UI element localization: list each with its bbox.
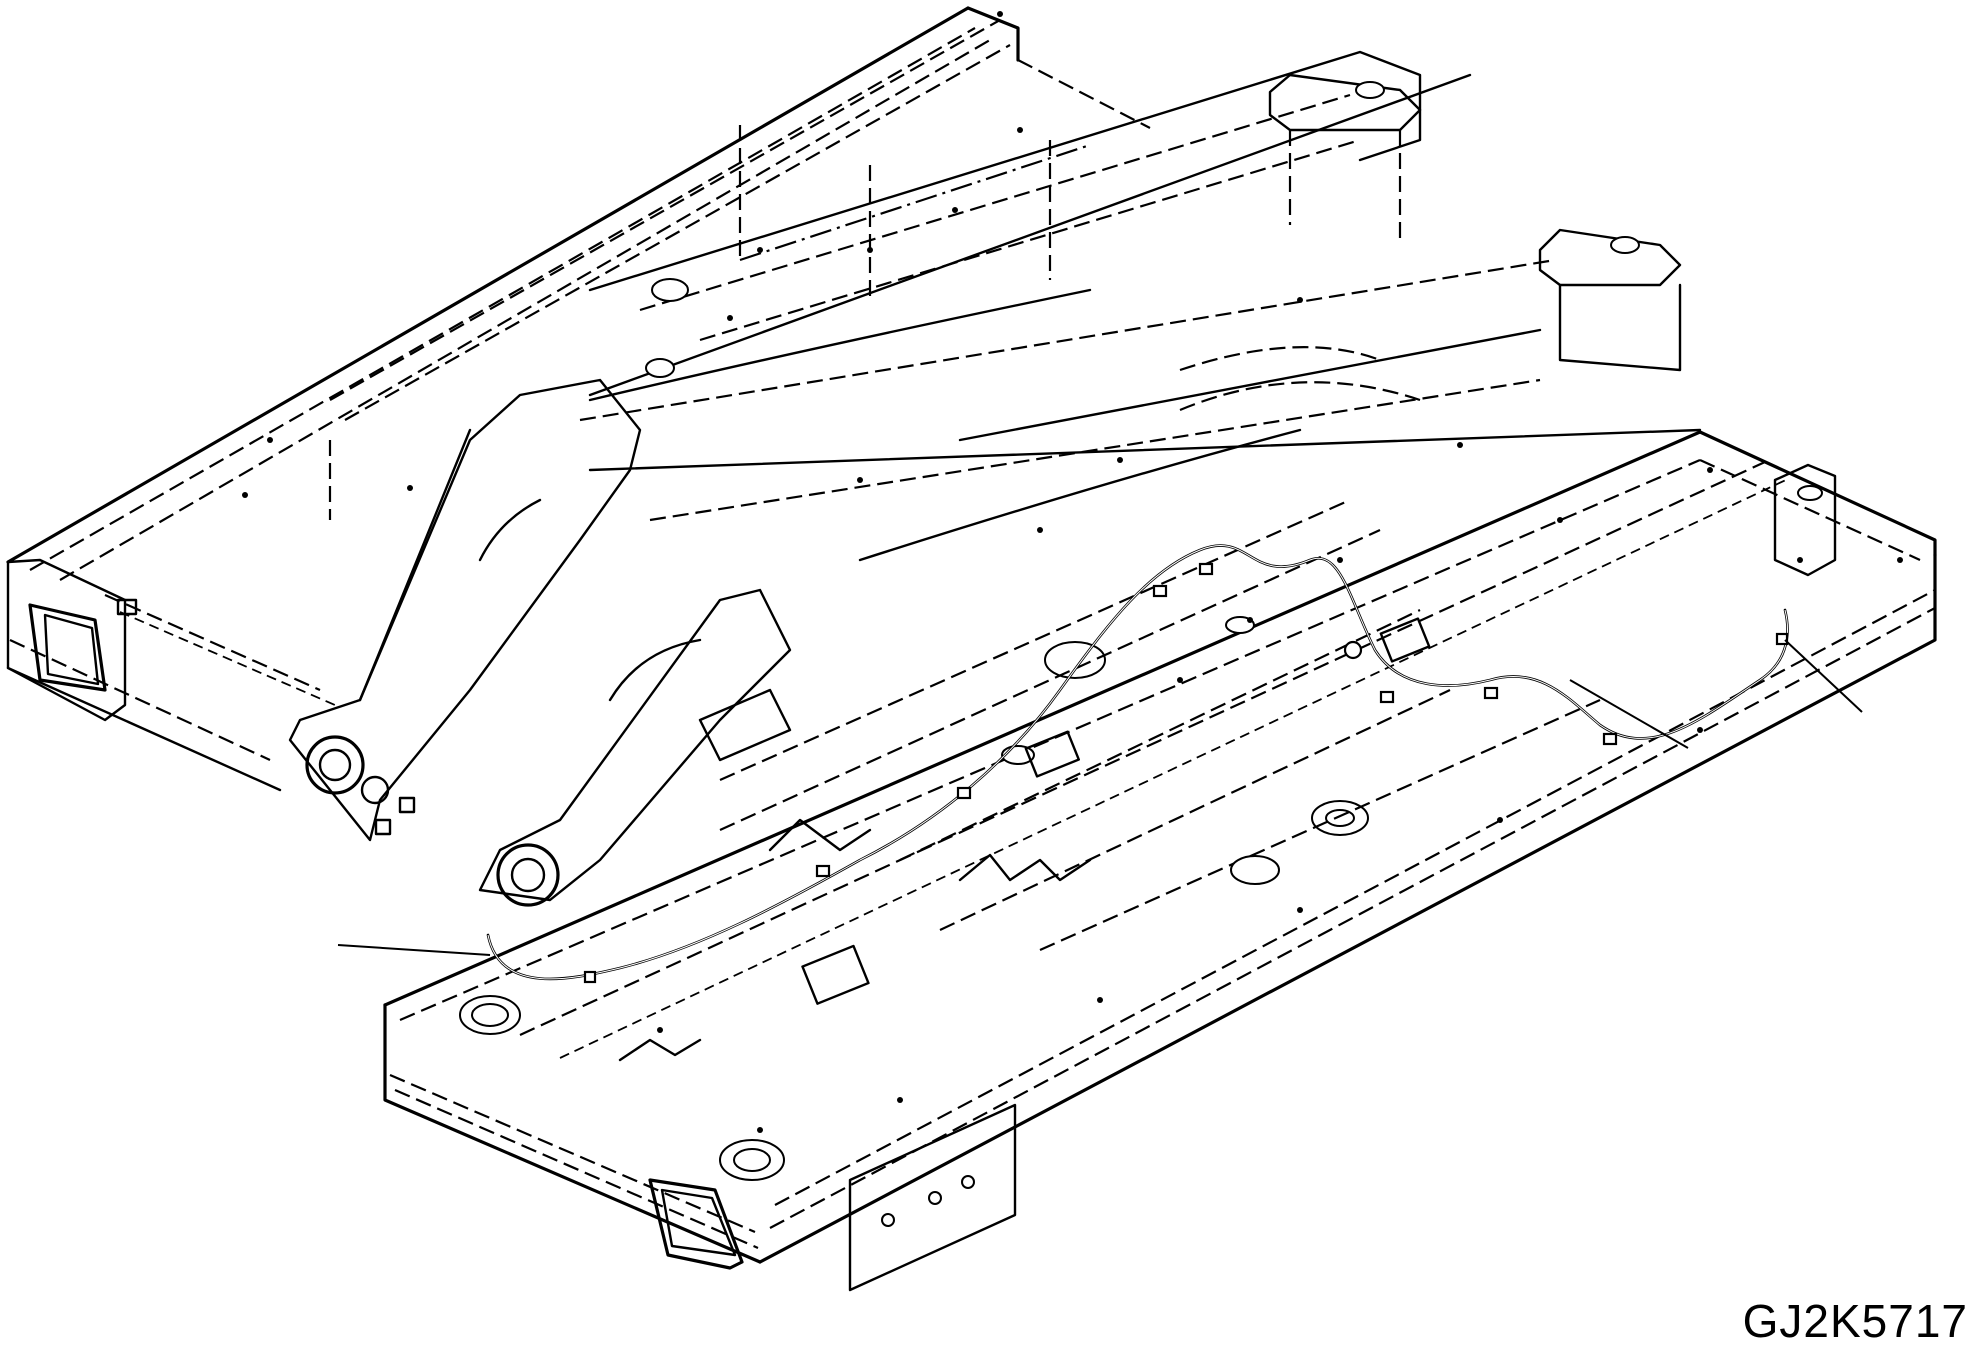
leader-line-rear: [1784, 639, 1863, 713]
leader-line-middle: [1569, 679, 1689, 749]
leader-line-front: [337, 944, 491, 956]
front-bracket: [288, 378, 792, 907]
leader-lines: [337, 639, 1863, 956]
left-track-frame: [6, 6, 1151, 792]
right-track-frame: [383, 430, 1937, 1292]
fastener-dots: [242, 11, 1903, 1133]
center-frame: [328, 50, 1702, 879]
cross-members: [618, 498, 1601, 1062]
wiring-harness: [486, 544, 1789, 984]
drawing-code-label: GJ2K5717: [1742, 1295, 1968, 1347]
